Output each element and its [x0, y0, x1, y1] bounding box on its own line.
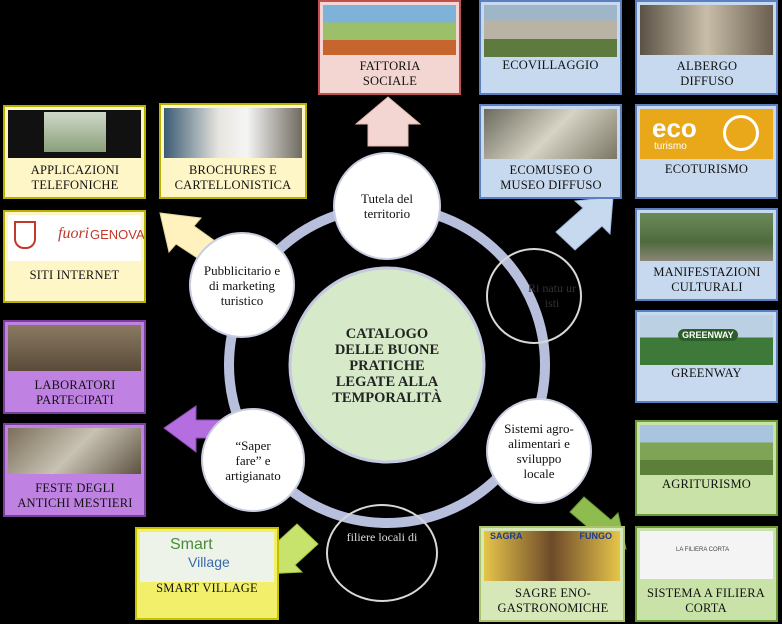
sagre-label: SAGRE ENO-GASTRONOMICHE [497, 586, 609, 615]
albergo-label: ALBERGO DIFFUSO [676, 59, 738, 88]
fattoria-label: FATTORIA SOCIALE [359, 59, 421, 88]
node-pubblicitario[interactable]: Pubblicitario e di marketing turistico [189, 232, 295, 338]
box-greenway[interactable]: GREENWAY GREENWAY [635, 310, 778, 403]
node-risorse-label: Ri natu ur isti [528, 281, 576, 310]
city-crest-icon [14, 221, 36, 249]
fuori-logo-text: fuori [58, 225, 90, 242]
ecovillaggio-photo [484, 5, 617, 57]
box-ecomuseo[interactable]: ECOMUSEO O MUSEO DIFFUSO [479, 104, 622, 199]
agriturismo-label: AGRITURISMO [661, 477, 751, 491]
node-filiere[interactable]: filiere locali di [326, 504, 438, 602]
smart-village-label: SMART VILLAGE [156, 581, 258, 595]
box-fattoria[interactable]: FATTORIA SOCIALE [318, 0, 461, 95]
node-saper-fare[interactable]: “Saper fare” e artigianato [201, 408, 305, 512]
manifestazioni-photo [640, 213, 773, 261]
arrow-upper-right [555, 196, 614, 251]
box-smart-village[interactable]: Smart Village SMART VILLAGE [135, 527, 279, 620]
sistema-filiera-label: SISTEMA A FILIERA CORTA [647, 586, 765, 615]
node-sistemi-label: Sistemi agro-alimentari e sviluppo local… [504, 421, 574, 481]
manifestazioni-label: MANIFESTAZIONI CULTURALI [653, 265, 761, 294]
center-circle [288, 266, 486, 464]
laboratori-label: LABORATORI PARTECIPATI [34, 378, 116, 407]
node-filiere-label: filiere locali di [346, 529, 418, 544]
fattoria-photo [323, 5, 456, 55]
ecoturismo-logo: eco turismo [640, 109, 773, 159]
genova-logo-text: GENOVA [90, 227, 145, 242]
box-agriturismo[interactable]: AGRITURISMO [635, 420, 778, 516]
feste-photo [8, 428, 141, 474]
box-laboratori[interactable]: LABORATORI PARTECIPATI [3, 320, 146, 414]
smart-village-wordcloud: Smart Village [140, 532, 274, 582]
applicazioni-label: APPLICAZIONI TELEFONICHE [30, 163, 120, 192]
brochures-photo [164, 108, 302, 158]
sagre-poster: SAGRA FUNGO [484, 531, 620, 581]
greenway-photo: GREENWAY [640, 315, 773, 365]
ecomuseo-label: ECOMUSEO O MUSEO DIFFUSO [500, 163, 602, 192]
siti-logo-banner: fuori GENOVA [8, 215, 144, 261]
node-risorse[interactable]: Ri natu ur isti [486, 248, 582, 344]
node-saper-fare-label: “Saper fare” e artigianato [225, 437, 281, 483]
eco-logo-subtext: turismo [654, 141, 687, 152]
box-sagre[interactable]: SAGRA FUNGO SAGRE ENO-GASTRONOMICHE [479, 526, 625, 622]
filiera-graphic: LA FILIERA CORTA [640, 531, 773, 579]
applicazioni-screenshot [8, 110, 141, 158]
fungo-word: FUNGO [579, 531, 613, 541]
box-applicazioni[interactable]: APPLICAZIONI TELEFONICHE [3, 105, 146, 199]
ecoturismo-label: ECOTURISMO [664, 162, 749, 176]
brochures-label: BROCHURES E CARTELLONISTICA [174, 163, 292, 192]
box-albergo[interactable]: ALBERGO DIFFUSO [635, 0, 778, 95]
filiera-graphic-text: LA FILIERA CORTA [676, 547, 730, 553]
phone-app-thumbnail [44, 112, 106, 152]
node-tutela-label: Tutela del territorio [361, 191, 413, 221]
greenway-sign-text: GREENWAY [678, 329, 738, 341]
box-ecoturismo[interactable]: eco turismo ECOTURISMO [635, 104, 778, 199]
globe-icon [723, 115, 759, 151]
siti-internet-label: SITI INTERNET [29, 268, 120, 282]
box-feste[interactable]: FESTE DEGLI ANTICHI MESTIERI [3, 423, 146, 517]
laboratori-photo [8, 325, 141, 371]
sagra-word: SAGRA [490, 531, 523, 541]
village-word: Village [188, 554, 230, 570]
box-siti-internet[interactable]: fuori GENOVA SITI INTERNET [3, 210, 146, 303]
albergo-photo [640, 5, 773, 55]
arrow-up [354, 96, 422, 147]
node-pubblicitario-label: Pubblicitario e di marketing turistico [203, 262, 281, 308]
feste-label: FESTE DEGLI ANTICHI MESTIERI [17, 481, 133, 510]
box-sistema-filiera[interactable]: LA FILIERA CORTA SISTEMA A FILIERA CORTA [635, 526, 778, 622]
agriturismo-photo [640, 425, 773, 475]
greenway-label: GREENWAY [671, 366, 742, 380]
node-tutela[interactable]: Tutela del territorio [333, 152, 441, 260]
box-manifestazioni[interactable]: MANIFESTAZIONI CULTURALI [635, 208, 778, 301]
ecovillaggio-label: ECOVILLAGGIO [502, 58, 599, 72]
eco-logo-text: eco [652, 113, 697, 143]
box-brochures[interactable]: BROCHURES E CARTELLONISTICA [159, 103, 307, 199]
ecomuseo-photo [484, 109, 617, 159]
center-title: CATALOGO DELLE BUONE PRATICHE LEGATE ALL… [332, 326, 442, 406]
node-sistemi[interactable]: Sistemi agro-alimentari e sviluppo local… [486, 398, 592, 504]
smart-word: Smart [170, 536, 213, 553]
box-ecovillaggio[interactable]: ECOVILLAGGIO [479, 0, 622, 95]
